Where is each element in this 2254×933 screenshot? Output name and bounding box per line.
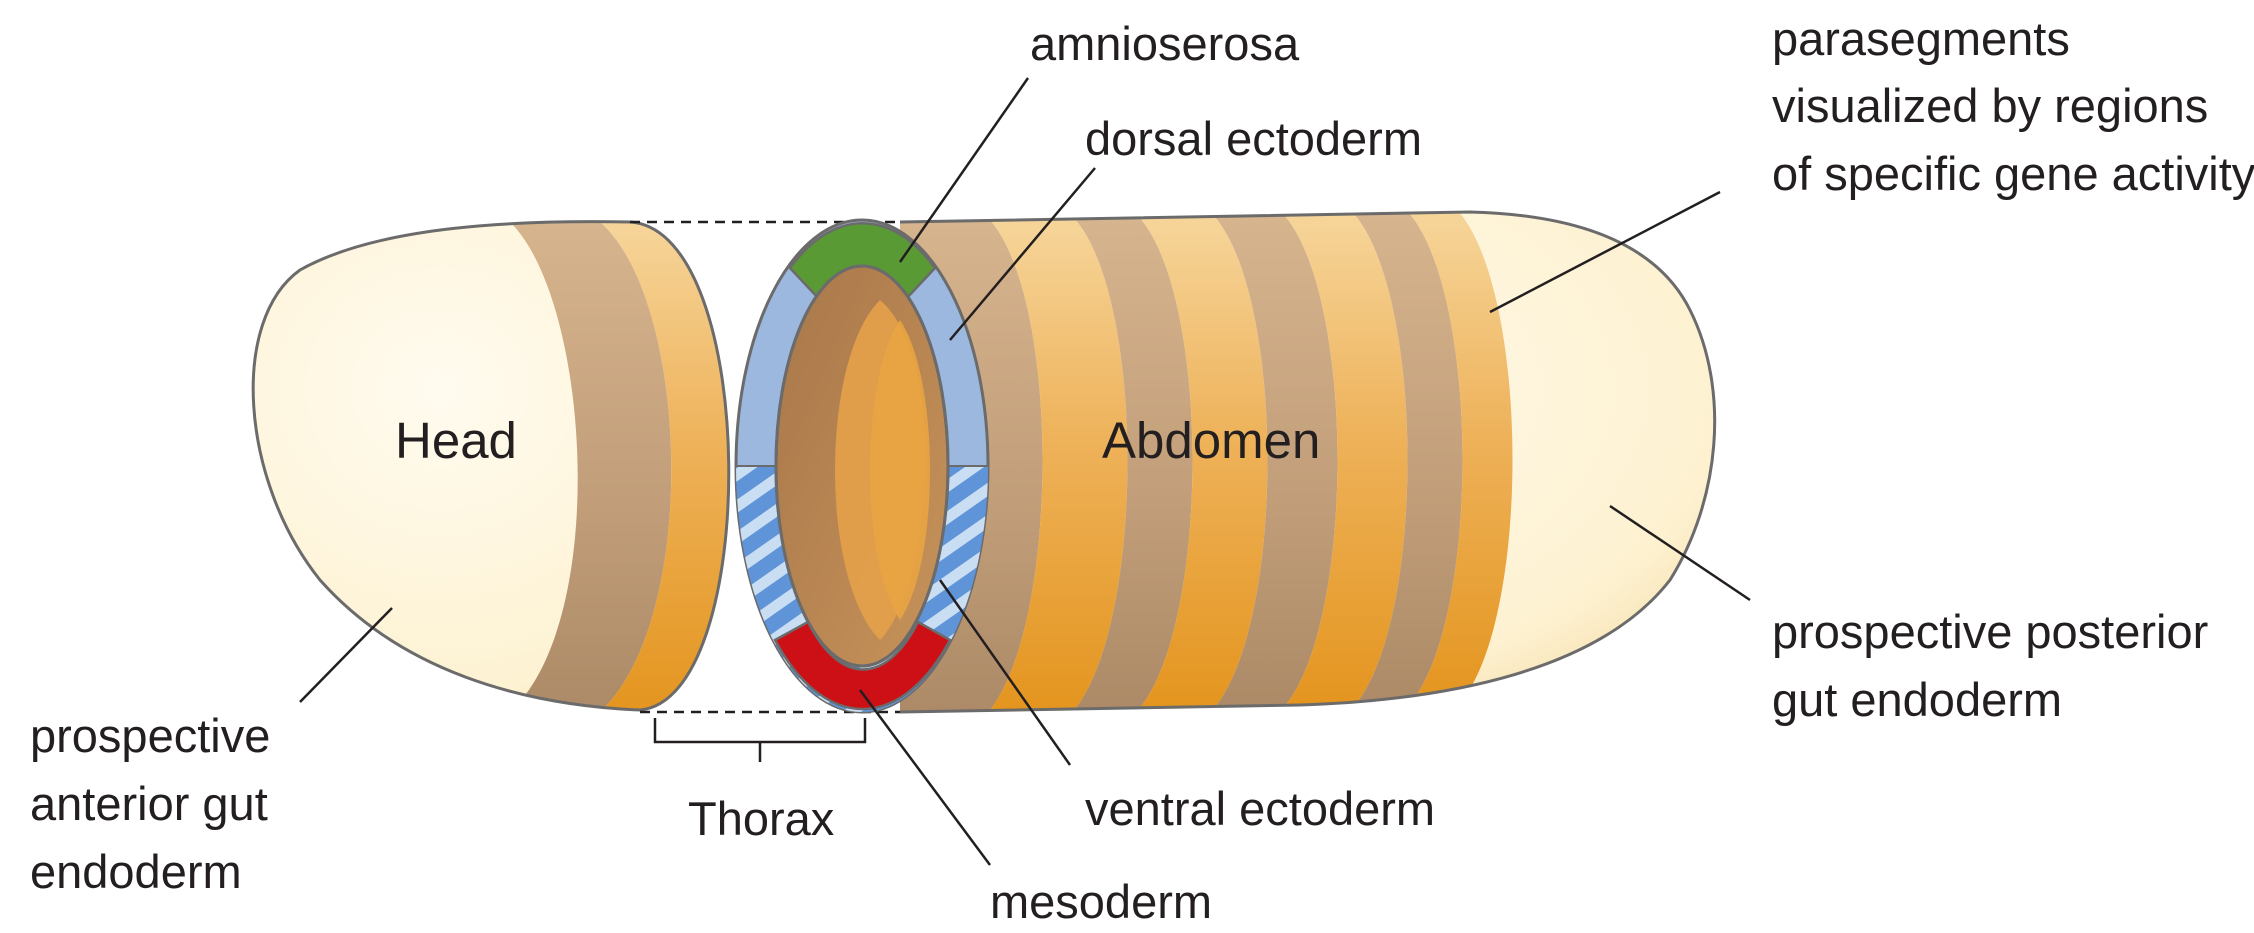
cross-section	[736, 220, 988, 712]
label-anterior-endoderm-line3: endoderm	[30, 845, 242, 898]
head-segment	[200, 200, 800, 740]
label-amnioserosa: amnioserosa	[1030, 17, 1300, 70]
label-posterior-endoderm-line1: prospective posterior	[1772, 605, 2208, 658]
label-mesoderm: mesoderm	[990, 875, 1212, 928]
label-thorax: Thorax	[688, 792, 834, 845]
label-anterior-endoderm-line1: prospective	[30, 709, 270, 762]
leader-mesoderm	[860, 690, 990, 865]
label-parasegments-line2: visualized by regions	[1772, 79, 2208, 132]
thorax-bracket	[655, 718, 865, 742]
abdomen-segment	[880, 200, 1760, 740]
label-dorsal-ectoderm: dorsal ectoderm	[1085, 112, 1422, 165]
label-anterior-endoderm-line2: anterior gut	[30, 777, 268, 830]
leader-anterior-endoderm	[300, 608, 392, 702]
label-ventral-ectoderm: ventral ectoderm	[1085, 782, 1435, 835]
label-head: Head	[395, 412, 517, 469]
label-abdomen: Abdomen	[1102, 412, 1320, 469]
label-posterior-endoderm-line2: gut endoderm	[1772, 673, 2062, 726]
label-parasegments-line3: of specific gene activity	[1772, 147, 2254, 200]
label-parasegments-line1: parasegments	[1772, 12, 2070, 65]
